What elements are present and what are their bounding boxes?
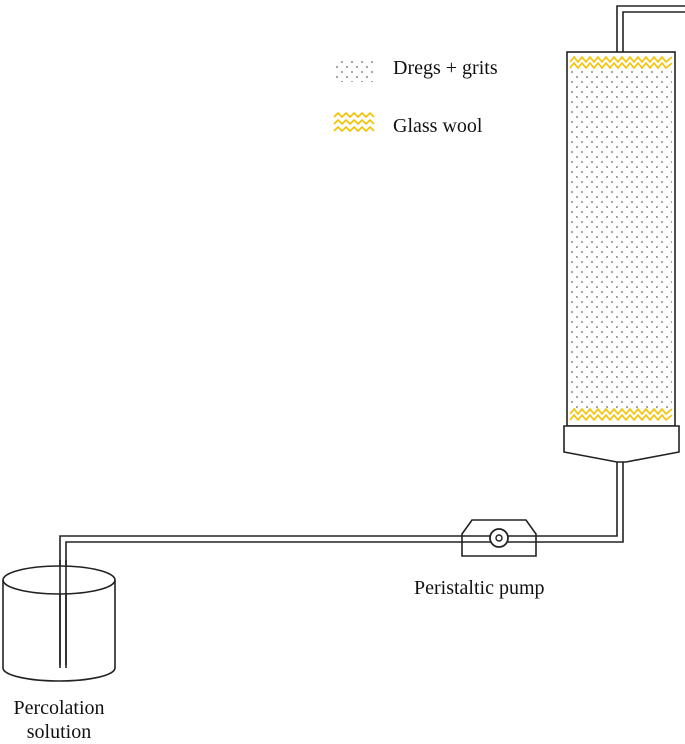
dregs-legend-swatch	[334, 58, 376, 82]
beaker-tube-segment	[59, 560, 67, 668]
solution-label-line2: solution	[26, 721, 92, 743]
solution-label: Percolation solution	[0, 696, 118, 744]
legend-glass-wool-label: Glass wool	[393, 115, 483, 137]
glass-wool-top	[569, 55, 673, 70]
tubing-inner	[65, 462, 624, 665]
column-base	[563, 425, 680, 463]
pump-label: Peristaltic pump	[414, 577, 545, 599]
peristaltic-pump	[461, 519, 537, 557]
legend-dregs-grits-label: Dregs + grits	[393, 57, 498, 79]
tubing-outer	[59, 462, 618, 665]
glass-wool-bottom	[569, 407, 673, 422]
glass-wool-legend-swatch	[333, 111, 375, 133]
solution-label-line1: Percolation	[13, 697, 105, 719]
solution-beaker	[2, 560, 116, 682]
dregs-grits-fill	[570, 70, 672, 408]
outlet-tube	[616, 5, 685, 52]
